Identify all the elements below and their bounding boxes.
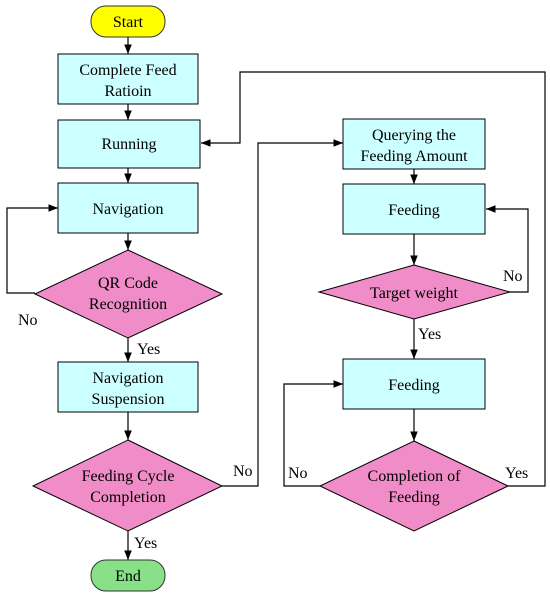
running-label: Running — [101, 136, 156, 153]
end-node: End — [90, 559, 166, 592]
navigation-suspension-box: Navigation Suspension — [57, 361, 199, 413]
connectors — [6, 37, 546, 560]
feeding-cycle-completion-decision: Feeding Cycle Completion — [31, 439, 224, 532]
querying-feeding-amount-box: Querying the Feeding Amount — [342, 118, 486, 170]
completion-of-feeding-line2: Feeding — [388, 489, 440, 506]
qr-code-recognition-decision: QR Code Recognition — [33, 249, 224, 339]
complete-feed-ration-box: Complete Feed Ratioin — [57, 53, 199, 105]
feeding-1-label: Feeding — [388, 202, 440, 219]
target-weight-label: Target weight — [370, 285, 458, 302]
feeding-box-1: Feeding — [342, 183, 486, 235]
completion-of-feeding-decision: Completion of Feeding — [318, 440, 510, 532]
feeding-box-2: Feeding — [342, 358, 486, 410]
running-box: Running — [57, 119, 201, 169]
navigation-label: Navigation — [92, 201, 163, 218]
complete-feed-ration-line2: Ratioin — [104, 83, 151, 100]
target-weight-decision: Target weight — [317, 264, 512, 320]
arrow-target-no-loop — [486, 205, 529, 293]
qr-code-recognition-line1: QR Code — [98, 275, 158, 292]
qr-yes-label: Yes — [137, 341, 160, 358]
start-node: Start — [90, 5, 166, 38]
start-label: Start — [113, 14, 144, 31]
arrow-qr-no-loop — [6, 204, 58, 294]
cycle-yes-label: Yes — [134, 535, 157, 552]
navigation-suspension-line2: Suspension — [92, 391, 165, 408]
arrow-completion-yes-to-running — [201, 71, 546, 487]
querying-feeding-amount-line1: Querying the — [372, 127, 456, 144]
navigation-suspension-line1: Navigation — [92, 370, 163, 387]
target-no-label: No — [503, 268, 523, 285]
completion-no-label: No — [288, 465, 308, 482]
arrow-completion-no-loop — [283, 380, 343, 487]
completion-of-feeding-line1: Completion of — [368, 468, 462, 485]
qr-no-label: No — [18, 312, 38, 329]
feeding-cycle-completion-line1: Feeding Cycle — [82, 468, 175, 485]
arrow-cycle-no — [222, 139, 343, 487]
end-label: End — [115, 568, 141, 585]
cycle-no-label: No — [233, 463, 253, 480]
target-yes-label: Yes — [418, 326, 441, 343]
completion-yes-label: Yes — [505, 465, 528, 482]
feeding-2-label: Feeding — [388, 377, 440, 394]
feeding-cycle-completion-line2: Completion — [90, 489, 166, 506]
querying-feeding-amount-line2: Feeding Amount — [360, 148, 468, 165]
qr-code-recognition-line2: Recognition — [89, 296, 167, 313]
complete-feed-ration-line1: Complete Feed — [79, 62, 176, 79]
navigation-box: Navigation — [57, 182, 199, 234]
